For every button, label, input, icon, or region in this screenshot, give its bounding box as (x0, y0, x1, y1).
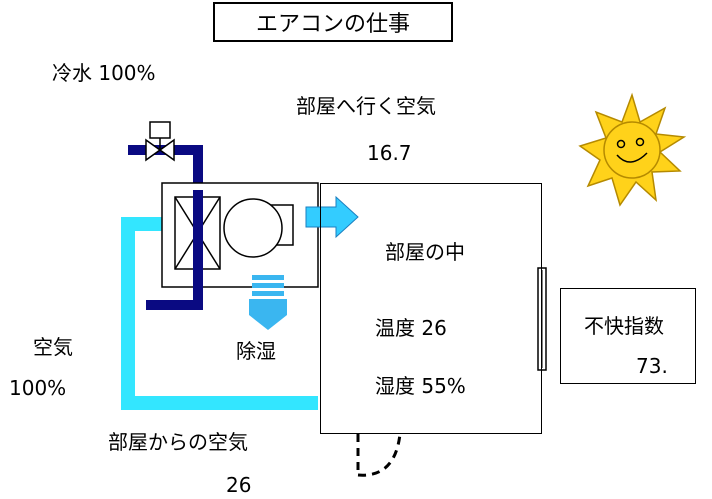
discomfort-index-box (560, 288, 696, 384)
supply-air-value: 16.7 (367, 141, 412, 165)
room-temperature: 温度 26 (375, 316, 447, 340)
supply-air-arrow-icon (305, 195, 359, 239)
room-humidity: 湿度 55% (375, 374, 466, 398)
supply-air-label: 部屋へ行く空気 (296, 94, 436, 118)
diagram-title: エアコンの仕事 (213, 2, 453, 42)
door-icon (356, 433, 402, 477)
room-box (320, 183, 542, 434)
fan-icon (223, 198, 294, 258)
cold-water-label: 冷水 100% (52, 61, 156, 85)
sun-icon (578, 92, 687, 207)
outside-air-label: 空気 (33, 335, 73, 359)
dehumidify-label: 除湿 (236, 339, 276, 363)
dehumidify-icon (249, 275, 287, 330)
valve-icon (145, 138, 175, 162)
discomfort-index-value: 73. (636, 354, 668, 378)
return-air-duct (121, 217, 318, 410)
room-label: 部屋の中 (385, 240, 465, 264)
return-air-value: 26 (226, 473, 252, 497)
return-air-label: 部屋からの空気 (108, 430, 248, 454)
outside-air-value: 100% (9, 376, 67, 400)
discomfort-index-label: 不快指数 (584, 314, 664, 338)
diagram-title-text: エアコンの仕事 (255, 12, 410, 37)
valve-actuator-icon (149, 121, 171, 139)
